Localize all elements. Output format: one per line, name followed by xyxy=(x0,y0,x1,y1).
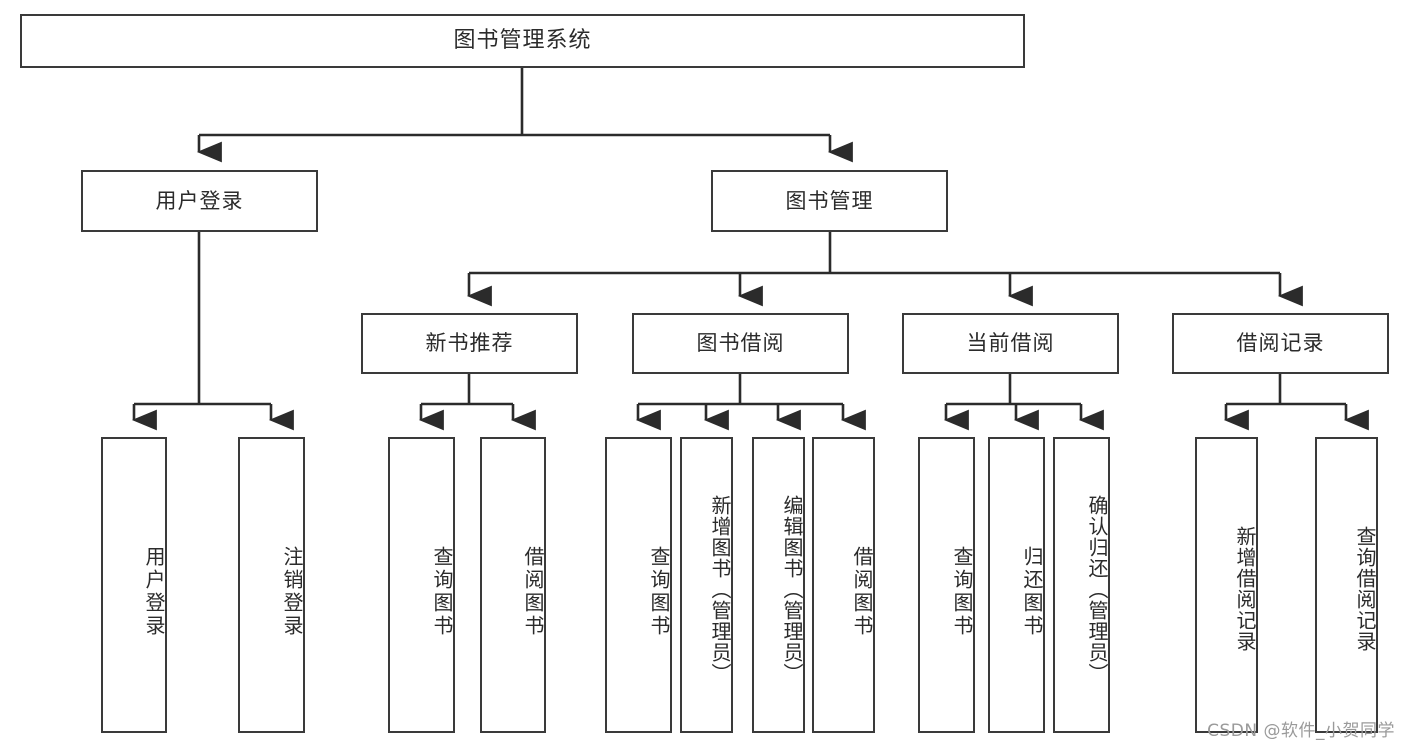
leaf-add-borrow-record[interactable]: 新增借阅记录 xyxy=(1195,437,1258,733)
csdn-watermark: CSDN @软件_小贺同学 xyxy=(1207,721,1395,741)
leaf-edit-book-admin[interactable]: 编辑图书（管理员） xyxy=(752,437,805,733)
node-current-borrow[interactable]: 当前借阅 xyxy=(902,313,1119,374)
node-new-book-recommend[interactable]: 新书推荐 xyxy=(361,313,578,374)
leaf-return-book[interactable]: 归还图书 xyxy=(988,437,1045,733)
leaf-add-book-admin[interactable]: 新增图书（管理员） xyxy=(680,437,733,733)
leaf-logout-login[interactable]: 注销登录 xyxy=(238,437,305,733)
leaf-query-book-recommend[interactable]: 查询图书 xyxy=(388,437,455,733)
node-user-login[interactable]: 用户登录 xyxy=(81,170,318,232)
leaf-confirm-return-admin[interactable]: 确认归还（管理员） xyxy=(1053,437,1110,733)
node-root-system[interactable]: 图书管理系统 xyxy=(20,14,1025,68)
node-borrow-record[interactable]: 借阅记录 xyxy=(1172,313,1389,374)
node-book-manage[interactable]: 图书管理 xyxy=(711,170,948,232)
leaf-query-book-current[interactable]: 查询图书 xyxy=(918,437,975,733)
leaf-user-login[interactable]: 用户登录 xyxy=(101,437,167,733)
leaf-borrow-book[interactable]: 借阅图书 xyxy=(812,437,875,733)
leaf-query-borrow-record[interactable]: 查询借阅记录 xyxy=(1315,437,1378,733)
node-book-borrow[interactable]: 图书借阅 xyxy=(632,313,849,374)
leaf-borrow-book-recommend[interactable]: 借阅图书 xyxy=(480,437,546,733)
leaf-query-book-borrow[interactable]: 查询图书 xyxy=(605,437,672,733)
